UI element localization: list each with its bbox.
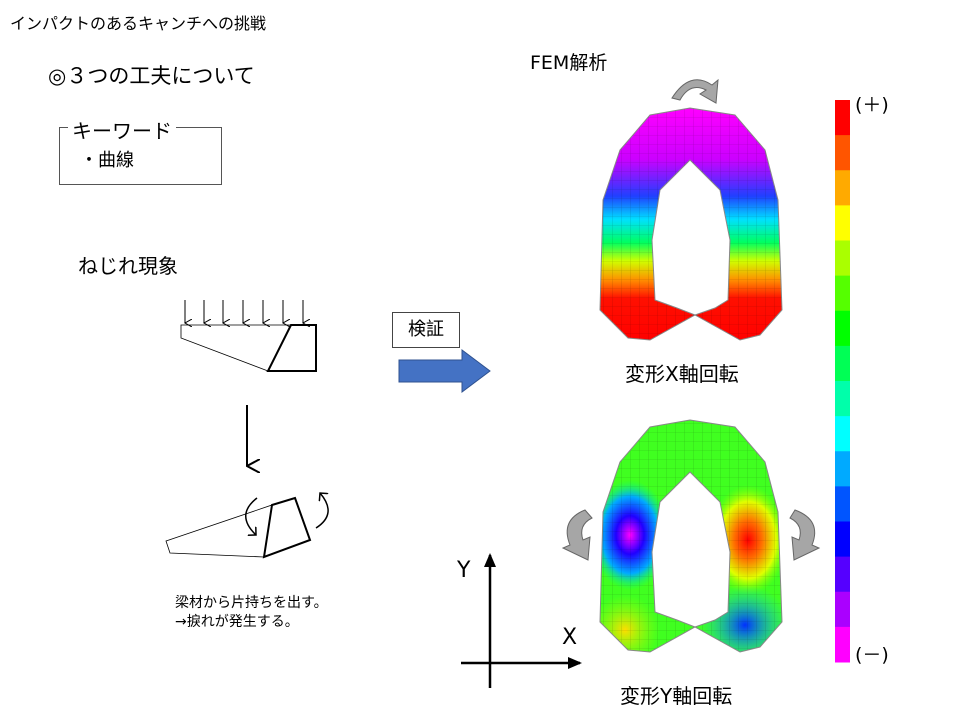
- scale-band: [835, 170, 850, 206]
- caption-x-rotation: 変形X軸回転: [625, 362, 739, 386]
- scale-band: [835, 275, 850, 312]
- scale-band: [835, 381, 850, 417]
- slide-title: インパクトのあるキャンチへの挑戦: [10, 14, 267, 33]
- scale-band: [835, 135, 850, 171]
- beam-before: [180, 324, 317, 372]
- scale-band: [835, 310, 850, 347]
- axis-y-label: Y: [457, 558, 471, 583]
- fem-label: FEM解析: [530, 52, 608, 74]
- twist-note: 梁材から片持ちを出す。 →捩れが発生する。: [175, 594, 328, 632]
- rotate-arrow-right: [315, 493, 329, 529]
- section-heading: ◎３つの工夫について: [48, 64, 255, 88]
- xy-axes: [461, 553, 582, 688]
- scale-band: [835, 521, 850, 558]
- verify-arrow-icon: [398, 349, 491, 393]
- color-scale-bar: [835, 100, 850, 663]
- scale-band: [835, 451, 850, 487]
- scale-minus-label: (－): [855, 644, 889, 666]
- scale-band: [835, 626, 850, 663]
- rotate-y-right-icon: [789, 509, 821, 561]
- twist-label: ねじれ現象: [78, 254, 178, 278]
- fem-x-rotation-plot: [599, 107, 783, 341]
- scale-band: [835, 416, 850, 452]
- keyword-item: ・曲線: [80, 150, 134, 171]
- scale-plus-label: (＋): [855, 94, 889, 116]
- note-line-1: 梁材から片持ちを出す。: [175, 595, 328, 611]
- axis-x-label: X: [562, 625, 578, 650]
- scale-band: [835, 240, 850, 277]
- caption-y-rotation: 変形Y軸回転: [620, 684, 733, 708]
- load-arrows: [185, 300, 303, 323]
- beam-after: [165, 493, 329, 559]
- scale-band: [835, 205, 850, 241]
- fem-y-rotation-plot: [600, 420, 782, 652]
- rotate-y-left-icon: [561, 509, 593, 561]
- rotate-x-icon: [671, 78, 719, 104]
- scale-band: [835, 486, 850, 522]
- verify-box: 検証: [392, 312, 460, 348]
- scale-band: [835, 591, 850, 628]
- rotate-arrow-left: [245, 497, 258, 535]
- keyword-label: キーワード: [68, 115, 176, 144]
- note-line-2: →捩れが発生する。: [175, 614, 299, 630]
- scale-band: [835, 100, 850, 136]
- scale-band: [835, 556, 850, 593]
- scale-band: [835, 345, 850, 382]
